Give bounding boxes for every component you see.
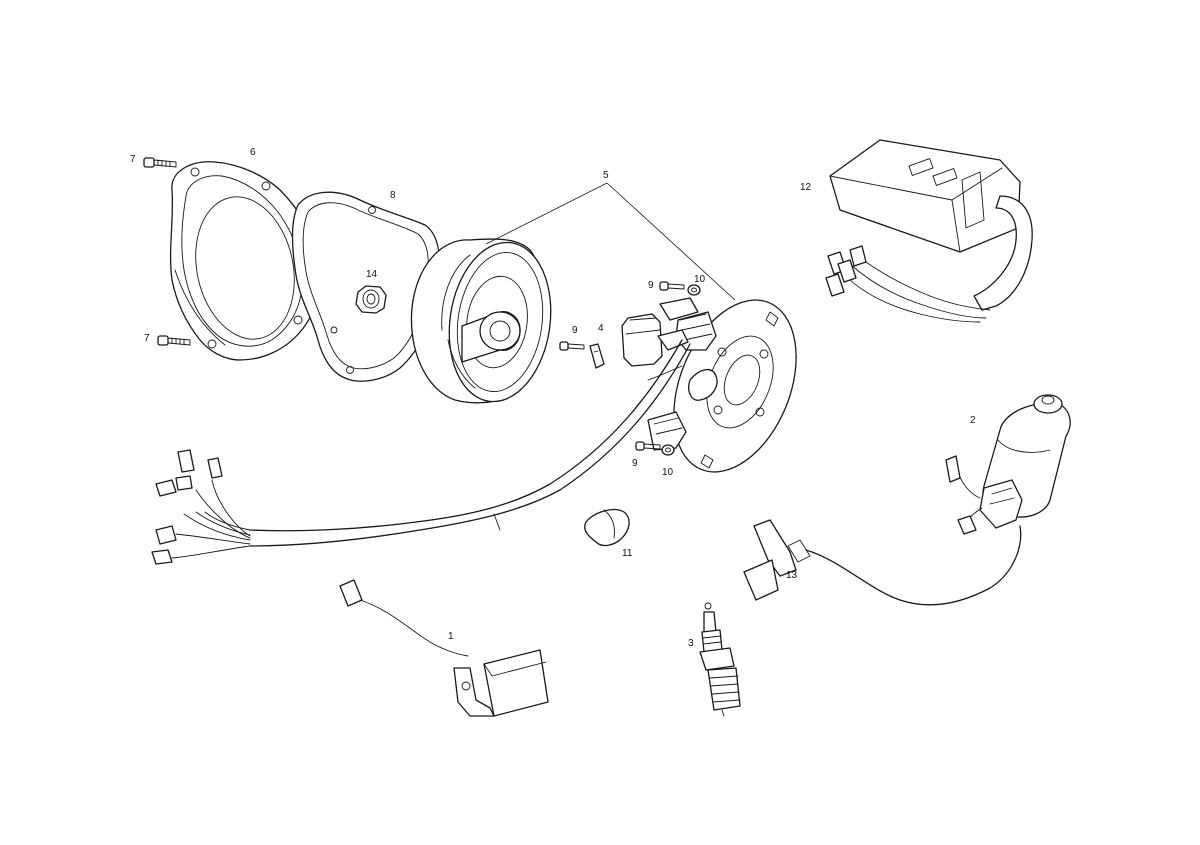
part-7-screw-upper [143, 157, 177, 168]
callout-10-bottom: 10 [662, 467, 674, 478]
callout-11: 11 [622, 548, 633, 559]
callout-9-top: 9 [648, 280, 654, 291]
callout-14: 14 [366, 269, 378, 280]
part-5-flywheel-rotor [410, 238, 552, 404]
wiring-harness [151, 339, 691, 565]
callout-4: 4 [598, 323, 604, 334]
part-5-stator-plate [647, 299, 797, 473]
leader-lines [485, 182, 736, 301]
part-10-washer-b [661, 444, 675, 456]
part-7-screw-lower [157, 335, 191, 346]
part-9-screw-a [559, 341, 585, 351]
part-4-clip [589, 343, 605, 369]
part-11-woodruff-key [584, 508, 630, 547]
part-9-screw-b [659, 281, 685, 291]
part-3-spark-plug [699, 602, 741, 717]
part-13-spark-plug-cap [743, 519, 1022, 606]
callout-8: 8 [390, 190, 396, 201]
callout-3: 3 [688, 638, 694, 649]
part-10-washer-a [687, 284, 701, 296]
callout-9-mid: 9 [572, 325, 578, 336]
callout-5: 5 [603, 170, 609, 181]
part-6-stator-cover [169, 161, 321, 361]
pickup-coil [621, 297, 699, 381]
part-9-screw-c [635, 441, 661, 451]
callout-13: 13 [786, 570, 798, 581]
part-1-voltage-regulator [339, 579, 549, 717]
part-14-nut [355, 285, 387, 314]
callout-10-top: 10 [694, 274, 706, 285]
part-2-ignition-coil [945, 394, 1071, 535]
callout-9-bottom: 9 [632, 458, 638, 469]
callout-6: 6 [250, 147, 256, 158]
callout-2: 2 [970, 415, 976, 426]
callout-12: 12 [800, 182, 812, 193]
callout-7-upper: 7 [130, 154, 136, 165]
part-12-cdi-unit [825, 139, 1033, 323]
callout-1: 1 [448, 631, 454, 642]
callout-7-lower: 7 [144, 333, 150, 344]
